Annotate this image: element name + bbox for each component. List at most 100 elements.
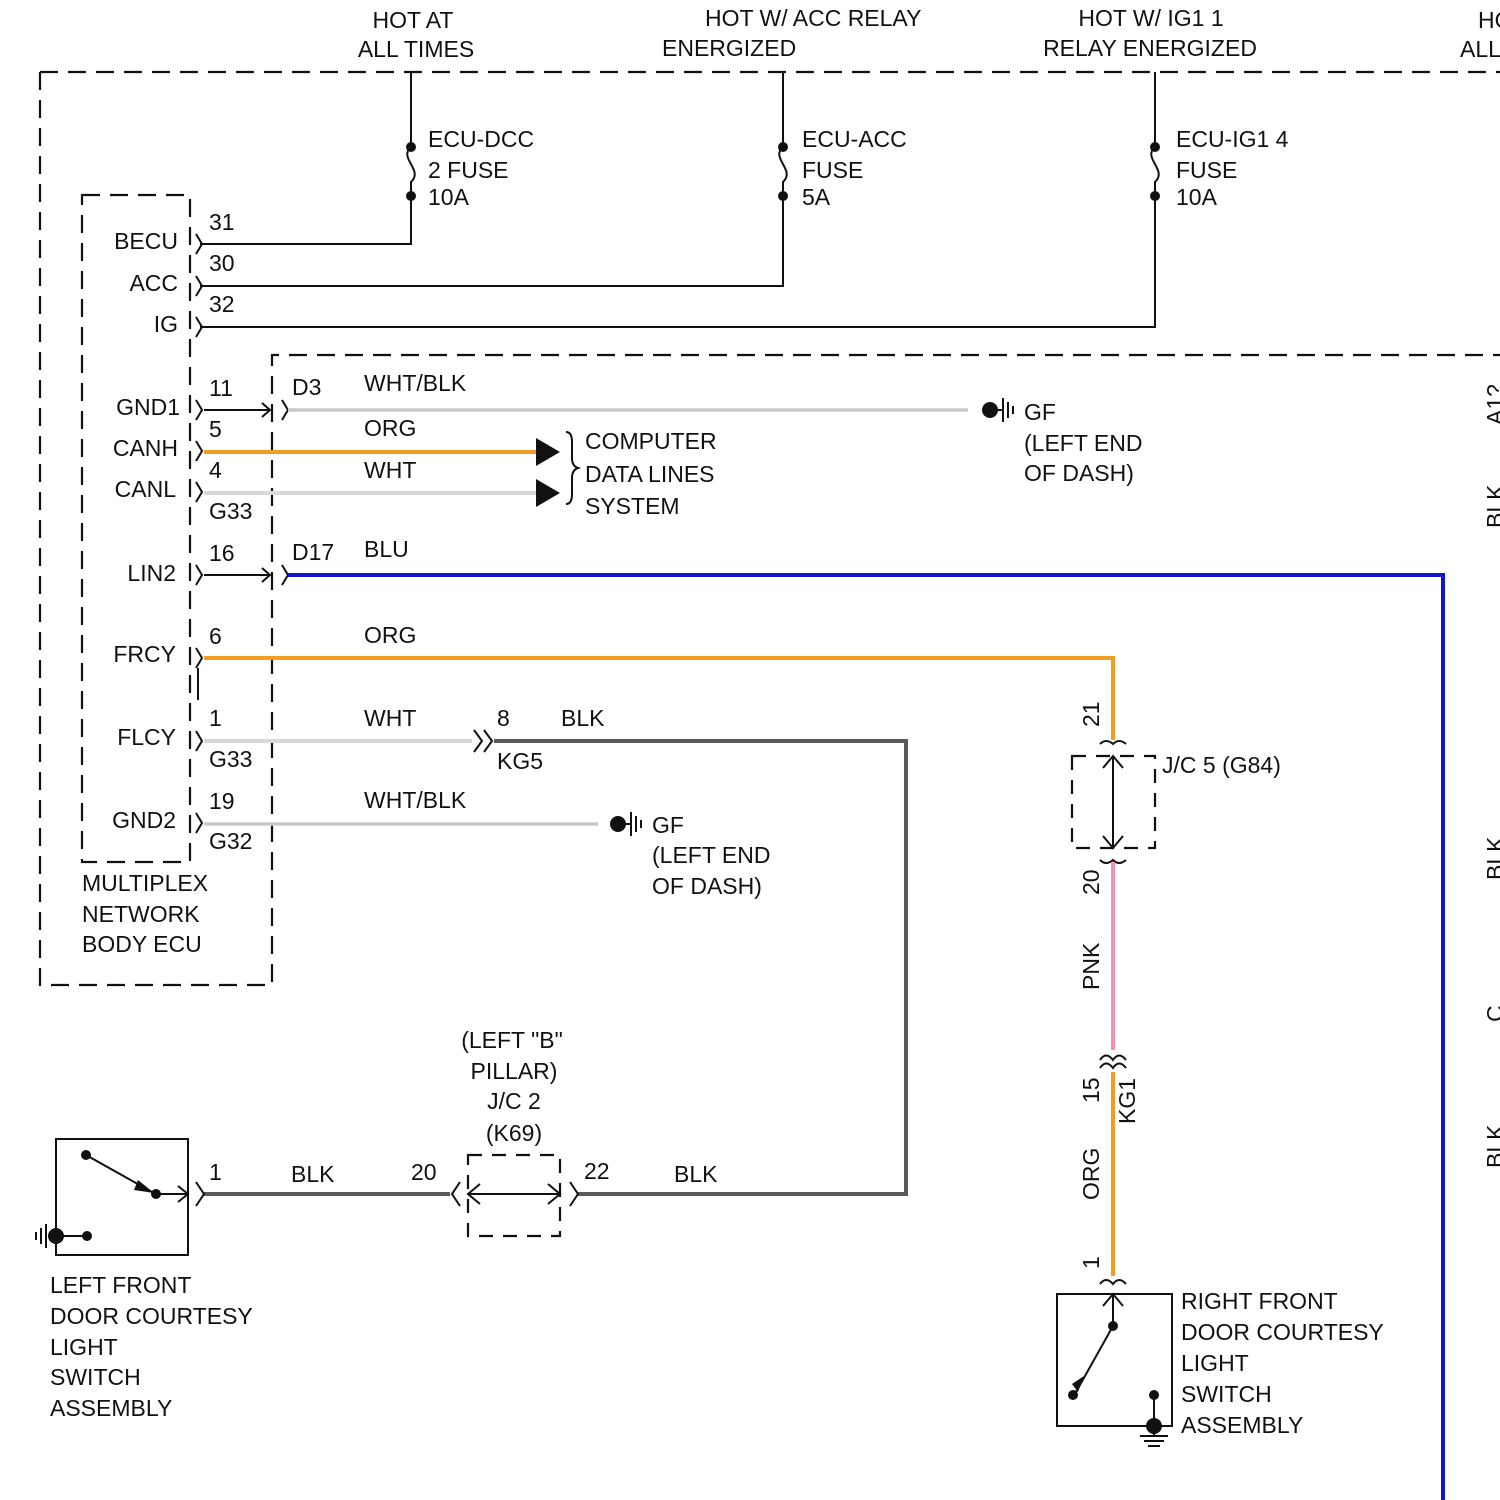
edge-fragment-4: C <box>1482 1005 1500 1022</box>
supply-hot-partial-line1: HO <box>1478 7 1500 33</box>
jc2-pin-in: 20 <box>411 1159 437 1185</box>
ecu-terminal-gnd1: GND1 <box>116 394 180 420</box>
pin-1-flcy: 1 <box>209 705 222 731</box>
pin-32: 32 <box>209 291 235 317</box>
kg1-connector <box>1100 1056 1126 1069</box>
jc2-line3: J/C 2 <box>487 1088 541 1114</box>
kg5-pin: 8 <box>497 705 510 731</box>
wire-label-canh: ORG <box>364 415 416 441</box>
wire-label-frcy: ORG <box>364 622 416 648</box>
wire-label-flcy-after: BLK <box>561 705 605 731</box>
supply-hot-ig1-line2: RELAY ENERGIZED <box>1043 35 1257 61</box>
cdl-brace <box>566 432 578 504</box>
wire-flcy-blk <box>494 741 906 1194</box>
kg5-connector <box>474 730 492 752</box>
jc2-line1: (LEFT "B" <box>461 1027 563 1053</box>
gf1-line3: OF DASH) <box>1024 460 1134 486</box>
fuse-acc-line2: FUSE <box>802 157 863 183</box>
left-switch-line1: LEFT FRONT <box>50 1272 191 1298</box>
connector-g33-lower: G33 <box>209 746 252 772</box>
fuse-ig1-line2: FUSE <box>1176 157 1237 183</box>
jc5-name: J/C 5 (G84) <box>1162 752 1281 778</box>
supply-hot-acc-line2: ENERGIZED <box>662 35 796 61</box>
edge-fragment-1: A1? <box>1482 384 1500 425</box>
ecu-terminal-acc: ACC <box>129 270 178 296</box>
wire-label-gnd1: WHT/BLK <box>364 370 467 396</box>
fuse-acc-line1: ECU-ACC <box>802 126 907 152</box>
supply-hot-always-line2: ALL TIMES <box>358 36 474 62</box>
fuse-acc-line3: 5A <box>802 184 831 210</box>
jc2-line4: (K69) <box>486 1120 542 1146</box>
cdl-line1: COMPUTER <box>585 428 717 454</box>
wire-label-jc2-out: BLK <box>674 1161 718 1187</box>
left-switch-pin: 1 <box>209 1159 222 1185</box>
ecu-name-line1: MULTIPLEX <box>82 870 208 896</box>
fuse-ecu-ig1 <box>200 72 1160 327</box>
right-switch-line4: SWITCH <box>1181 1381 1272 1407</box>
left-switch-line5: ASSEMBLY <box>50 1395 172 1421</box>
jc2-pin-out: 22 <box>584 1158 610 1184</box>
right-switch-connector <box>1100 1280 1126 1284</box>
connector-g33-upper: G33 <box>209 498 252 524</box>
fuse-dcc-line2: 2 FUSE <box>428 157 509 183</box>
left-switch-line3: LIGHT <box>50 1334 118 1360</box>
gf2-line3: OF DASH) <box>652 873 762 899</box>
left-switch-box <box>56 1139 188 1255</box>
ecu-terminal-becu: BECU <box>114 228 178 254</box>
ecu-terminal-flcy: FLCY <box>117 724 176 750</box>
fuse-dcc-line1: ECU-DCC <box>428 126 534 152</box>
ground-gf2-icon <box>610 812 641 836</box>
cdl-line2: DATA LINES <box>585 461 715 487</box>
wire-label-flcy: WHT <box>364 705 416 731</box>
ecu-name-line3: BODY ECU <box>82 931 202 957</box>
pin-19: 19 <box>209 788 235 814</box>
fuse-ig1-line3: 10A <box>1176 184 1218 210</box>
wire-label-lin2: BLU <box>364 536 409 562</box>
supply-hot-acc-line1: HOT W/ ACC RELAY <box>705 5 921 31</box>
ecu-terminal-lin2: LIN2 <box>127 560 176 586</box>
jc5-pin-bottom: 20 <box>1078 869 1104 895</box>
wire-label-canl: WHT <box>364 457 416 483</box>
right-switch-contacts <box>1068 1294 1168 1446</box>
fuse-ig1-line1: ECU-IG1 4 <box>1176 126 1289 152</box>
kg5-name: KG5 <box>497 748 543 774</box>
kg1-pin: 15 <box>1078 1077 1104 1103</box>
connector-d17: D17 <box>292 539 334 565</box>
left-switch-line2: DOOR COURTESY <box>50 1303 253 1329</box>
gf1-line2: (LEFT END <box>1024 430 1142 456</box>
jc2-line2: PILLAR) <box>471 1058 558 1084</box>
wire-frcy <box>204 658 1113 740</box>
pin-30: 30 <box>209 250 235 276</box>
ecu-terminal-canl: CANL <box>115 476 177 502</box>
jc5-internals <box>1100 741 1126 863</box>
pin-16: 16 <box>209 540 235 566</box>
pin-5: 5 <box>209 416 222 442</box>
edge-fragment-3: BLK <box>1482 836 1500 880</box>
pin-31: 31 <box>209 209 235 235</box>
supply-hot-always-line1: HOT AT <box>373 7 454 33</box>
ground-gf1-icon <box>982 398 1013 422</box>
pin-11: 11 <box>209 375 233 401</box>
right-switch-line2: DOOR COURTESY <box>1181 1319 1384 1345</box>
supply-hot-partial-line2: ALL <box>1460 36 1500 62</box>
gf2-line2: (LEFT END <box>652 842 770 868</box>
canh-arrow <box>536 438 560 466</box>
wire-label-gnd2: WHT/BLK <box>364 787 467 813</box>
left-switch-line4: SWITCH <box>50 1364 141 1390</box>
wire-label-org-lower: ORG <box>1078 1148 1104 1200</box>
canl-arrow <box>536 479 560 507</box>
edge-fragment-2: BLK <box>1482 484 1500 528</box>
gf1-line1: GF <box>1024 399 1056 425</box>
ecu-terminal-ig: IG <box>154 311 178 337</box>
ecu-terminal-frcy: FRCY <box>113 641 176 667</box>
fuse-dcc-line3: 10A <box>428 184 470 210</box>
right-switch-line3: LIGHT <box>1181 1350 1249 1376</box>
pin-4: 4 <box>209 457 222 483</box>
right-switch-line1: RIGHT FRONT <box>1181 1288 1338 1314</box>
pin-6: 6 <box>209 623 222 649</box>
wire-label-pnk: PNK <box>1078 942 1104 990</box>
ecu-terminal-gnd2: GND2 <box>112 807 176 833</box>
edge-fragment-5: BLK <box>1482 1124 1500 1168</box>
wire-label-lf-sw: BLK <box>291 1161 335 1187</box>
